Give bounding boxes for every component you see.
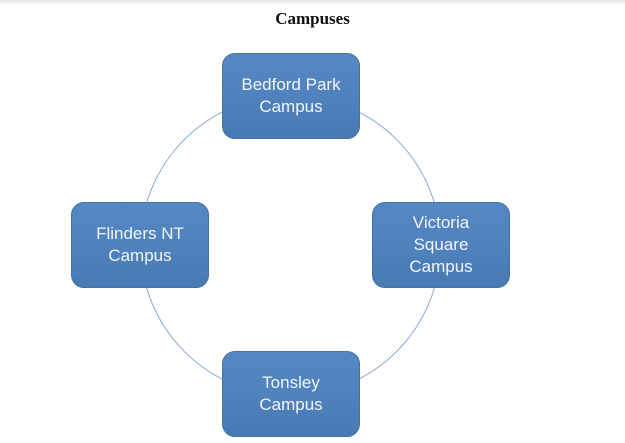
page-top-border <box>0 0 625 5</box>
node-victoria-square-campus[interactable]: Victoria Square Campus <box>372 202 510 288</box>
node-bedford-park-campus[interactable]: Bedford Park Campus <box>222 53 360 139</box>
node-tonsley-campus[interactable]: Tonsley Campus <box>222 351 360 437</box>
diagram-title: Campuses <box>275 9 350 28</box>
node-flinders-nt-campus[interactable]: Flinders NT Campus <box>71 202 209 288</box>
